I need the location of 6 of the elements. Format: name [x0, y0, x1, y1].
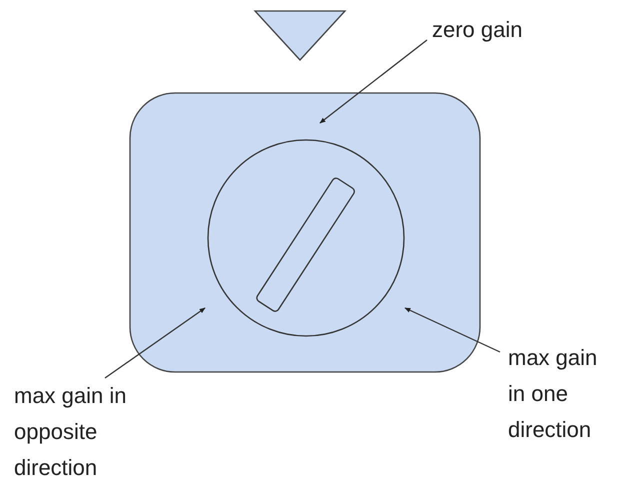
leader-line	[320, 40, 428, 124]
leader-line	[104, 308, 206, 378]
callout-text: max gain in opposite direction	[14, 382, 128, 481]
callout-text: zero gain	[432, 16, 524, 44]
callout-text: max gain in one direction	[508, 344, 598, 444]
leader-line	[404, 307, 500, 353]
